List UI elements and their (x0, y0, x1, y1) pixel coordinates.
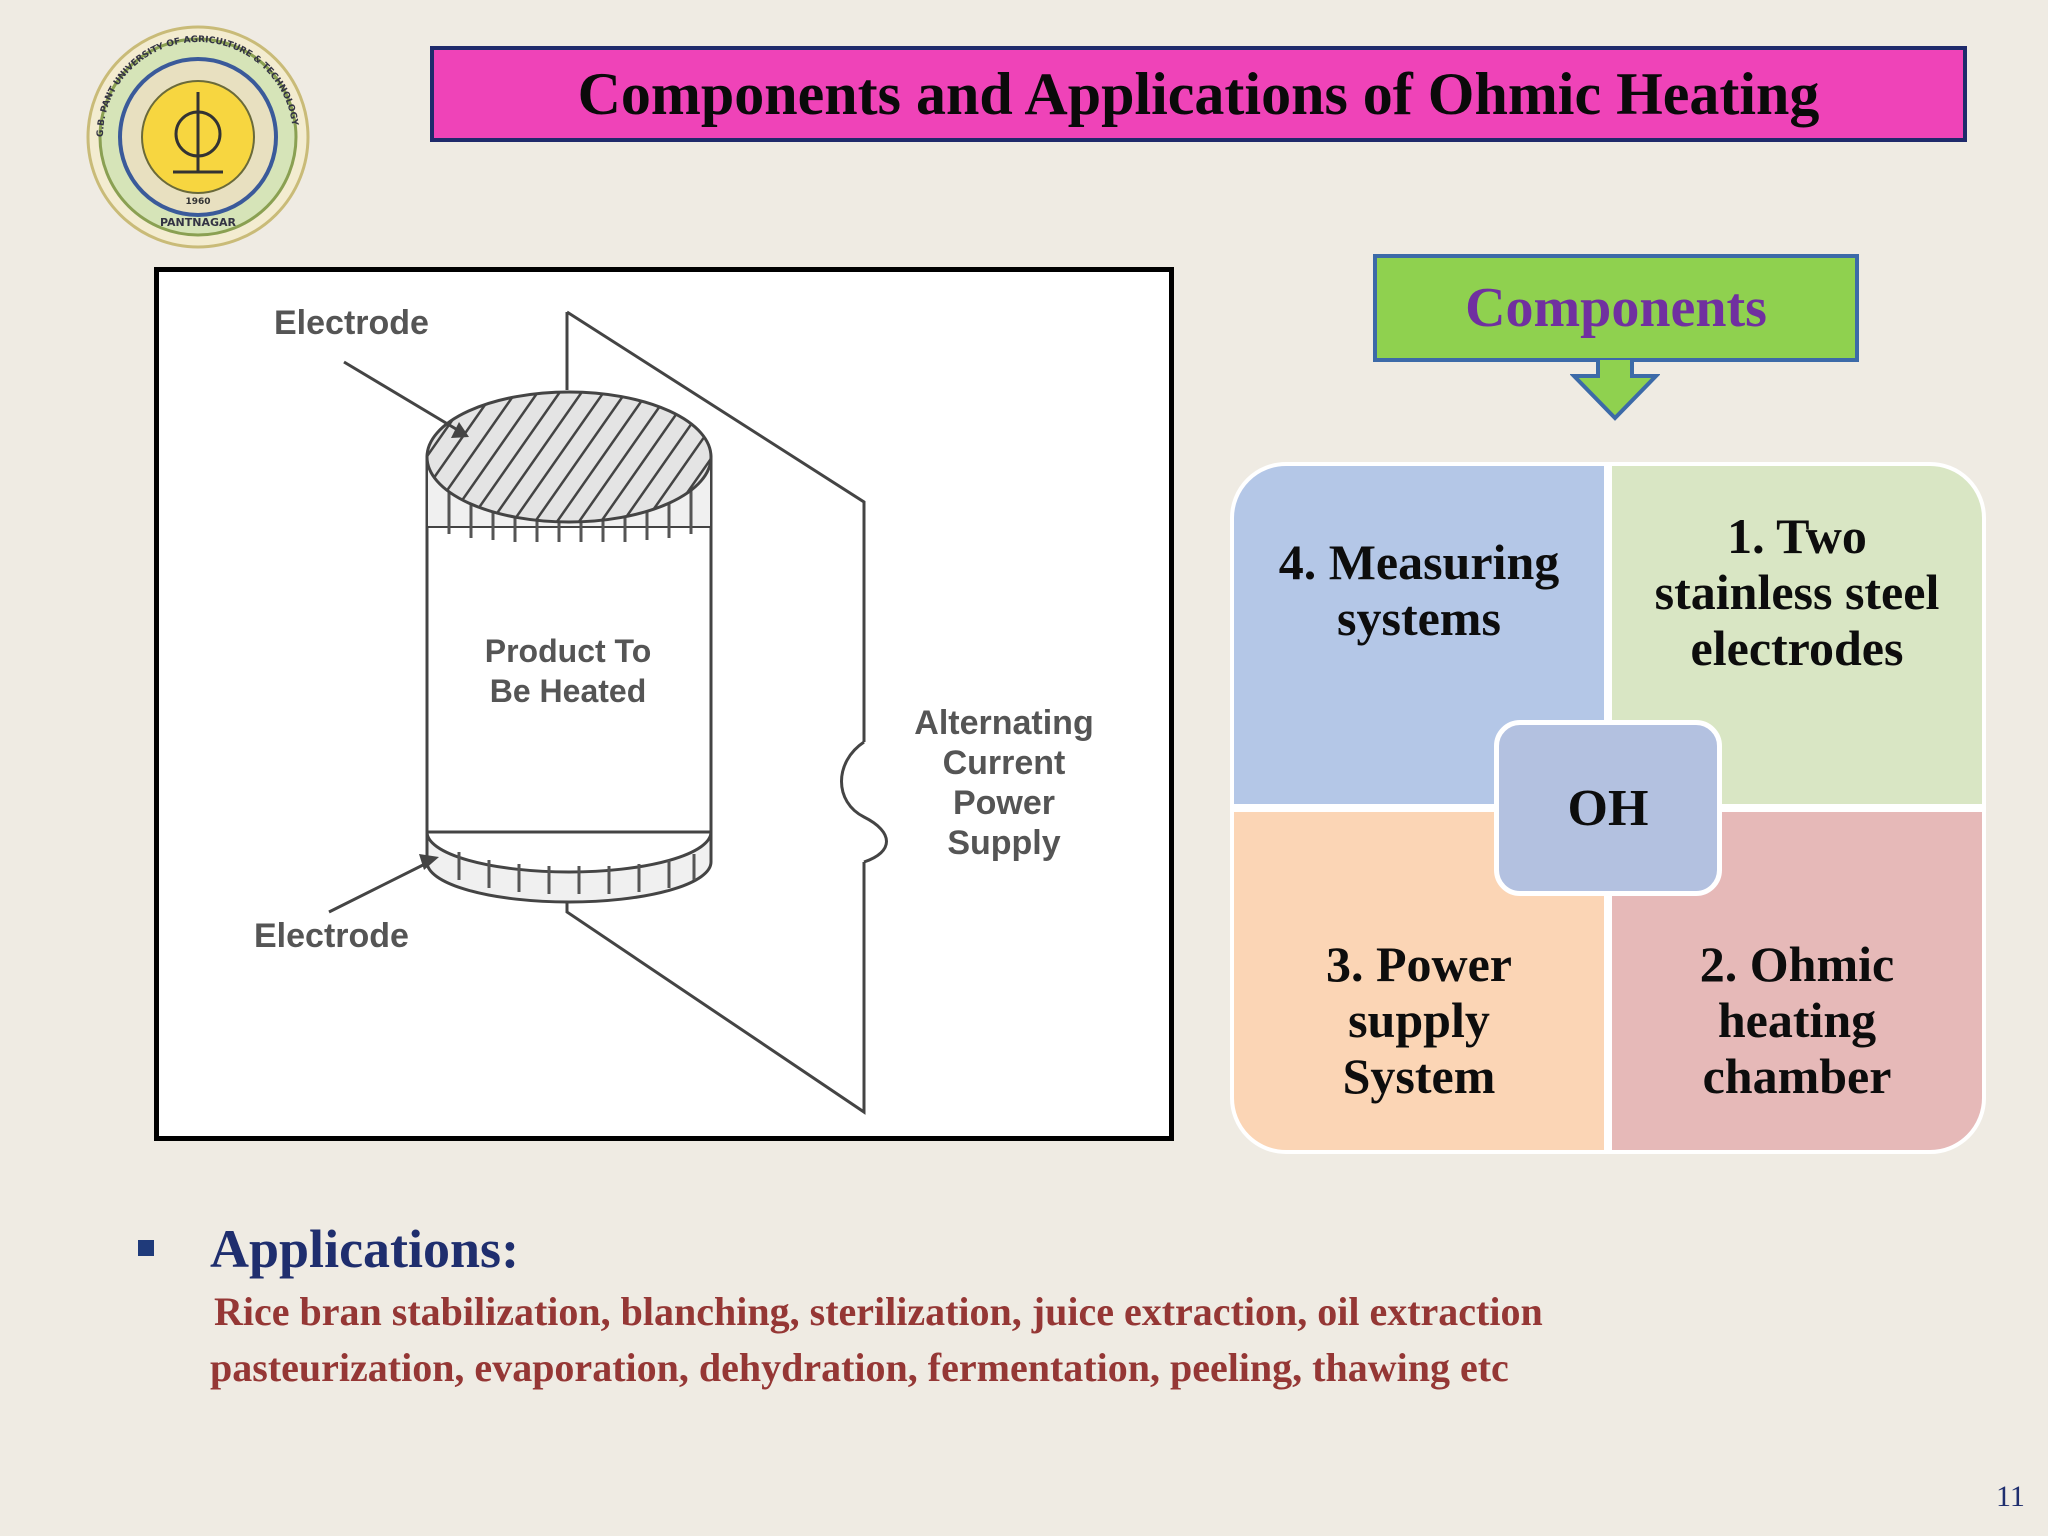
down-arrow-icon (1570, 358, 1660, 421)
components-header: Components (1373, 254, 1859, 362)
supply-label-line1: Alternating (914, 704, 1093, 742)
oh-center-node: OH (1494, 720, 1722, 896)
product-label-line1: Product To (485, 633, 652, 669)
university-logo: G.B. PANT UNIVERSITY OF AGRICULTURE & TE… (58, 22, 338, 252)
applications-line-2: pasteurization, evaporation, dehydration… (210, 1345, 1509, 1390)
page-number: 11 (1996, 1480, 2025, 1513)
top-electrode (425, 390, 713, 524)
logo-place: PANTNAGAR (160, 216, 237, 229)
ohmic-heating-diagram: Electrode Product To Be Heated Alternati… (154, 267, 1174, 1141)
page-title: Components and Applications of Ohmic Hea… (577, 60, 1820, 127)
logo-year: 1960 (185, 197, 210, 207)
components-header-label: Components (1465, 277, 1767, 339)
supply-label-line2: Current (943, 744, 1066, 782)
applications-heading: Applications: (210, 1219, 520, 1279)
electrode-top-label: Electrode (274, 304, 429, 342)
bottom-electrode-arrow (328, 860, 430, 914)
supply-label-line3: Power (953, 784, 1055, 822)
title-banner: Components and Applications of Ohmic Hea… (430, 46, 1967, 142)
bullet-icon (138, 1240, 154, 1256)
product-label-line2: Be Heated (490, 673, 647, 709)
applications-line-1: Rice bran stabilization, blanching, ster… (214, 1289, 1543, 1334)
top-electrode-arrow (343, 360, 462, 434)
electrode-bottom-label: Electrode (254, 917, 409, 955)
ac-source-symbol (840, 740, 888, 864)
supply-label-line4: Supply (947, 824, 1060, 862)
